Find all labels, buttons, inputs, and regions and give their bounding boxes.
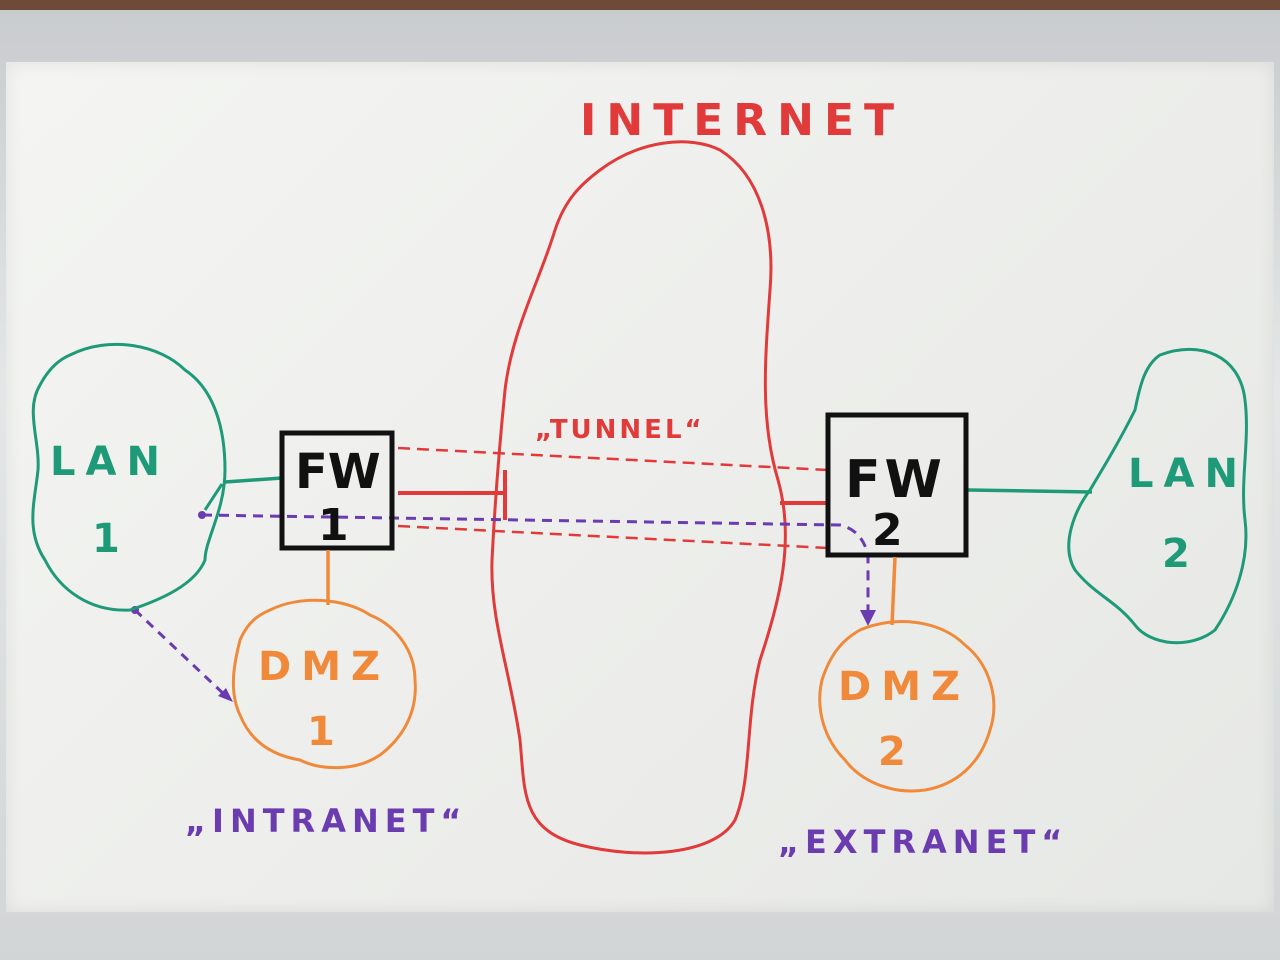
internet-label: INTERNET [580, 95, 904, 146]
lan2-cloud [1067, 347, 1248, 645]
internet-cloud [490, 140, 787, 855]
lan2-label: LAN [1128, 451, 1248, 497]
intranet-arrowhead [218, 688, 233, 702]
fw2-lan2-link [967, 488, 1093, 494]
extranet-label: „EXTRANET“ [778, 823, 1068, 861]
extranet-arrowhead [860, 610, 876, 626]
dmz1-cloud [231, 598, 417, 770]
lan1-fw1-link [224, 476, 283, 484]
fw2-number: 2 [872, 505, 903, 556]
lan1-number: 1 [92, 516, 130, 562]
extranet-start-dot [198, 511, 206, 519]
intranet-label: „INTRANET“ [185, 802, 467, 840]
fw2-dmz2-link [890, 556, 897, 626]
lan1-cloud [31, 342, 227, 612]
fw1-box [279, 430, 395, 551]
fw2-box [825, 412, 969, 558]
tunnel-label: „TUNNEL“ [535, 415, 705, 445]
fw2-label: FW [845, 450, 946, 510]
fw1-label: FW [295, 444, 381, 500]
dmz2-cloud [818, 620, 996, 793]
intranet-path [133, 608, 230, 700]
tunnel-line-top [397, 446, 829, 472]
fw1-number: 1 [318, 500, 349, 551]
tunnel-line-bottom [397, 524, 829, 550]
dmz1-label: DMZ [258, 644, 390, 690]
dmz2-number: 2 [878, 729, 916, 775]
lan2-number: 2 [1162, 531, 1200, 577]
whiteboard-surface [6, 62, 1274, 912]
dmz2-label: DMZ [838, 664, 970, 710]
extranet-path [201, 513, 870, 618]
lan1-fw1-link-tail [203, 483, 224, 511]
dmz1-number: 1 [307, 709, 345, 755]
lan1-label: LAN [50, 439, 170, 485]
